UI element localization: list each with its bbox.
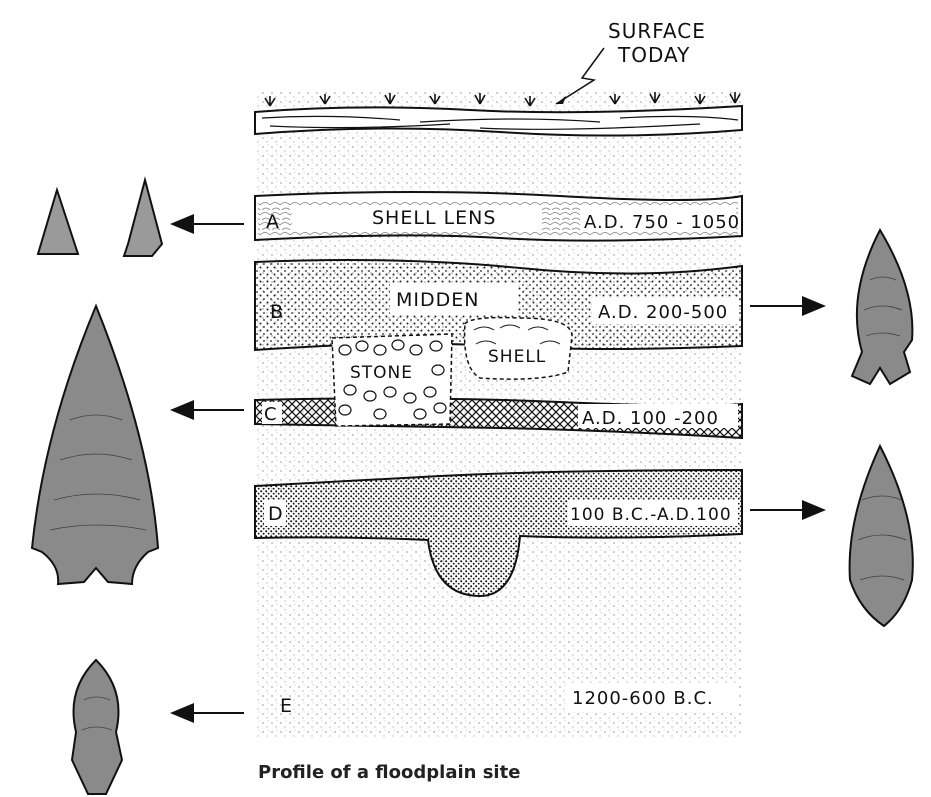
layer-b-letter: B: [270, 301, 284, 323]
layer-d-letter: D: [268, 503, 284, 525]
stone-feature: STONE: [332, 334, 452, 426]
layer-a-date: A.D. 750 - 1050: [584, 212, 740, 233]
layer-c-date: A.D. 100 -200: [582, 408, 719, 429]
stone-label: STONE: [350, 363, 413, 383]
layer-a-shell-lens: A SHELL LENS A.D. 750 - 1050: [255, 192, 742, 241]
point-layer-d: [850, 446, 913, 626]
layer-c-letter: C: [264, 404, 278, 425]
shell-feature: SHELL: [465, 318, 572, 380]
layer-b-date: A.D. 200-500: [598, 302, 728, 323]
layer-a-letter: A: [266, 211, 280, 233]
surface-label-line2: TODAY: [617, 43, 690, 67]
layer-e-letter: E: [280, 695, 293, 717]
large-notched-point: [32, 306, 158, 584]
point-layer-b: [852, 230, 912, 384]
surface-label-line1: SURFACE: [608, 19, 706, 43]
layer-b-name: MIDDEN: [396, 289, 479, 311]
layer-d-date: 100 B.C.-A.D.100: [570, 505, 732, 525]
surface-today-label: SURFACE TODAY: [556, 19, 706, 104]
layer-e-date: 1200-600 B.C.: [572, 688, 714, 709]
shell-label: SHELL: [488, 347, 546, 367]
small-triangular-point-2: [124, 180, 162, 256]
layer-a-name: SHELL LENS: [372, 207, 496, 229]
diagram-caption: Profile of a floodplain site: [258, 762, 520, 783]
small-triangular-point-1: [38, 190, 78, 254]
